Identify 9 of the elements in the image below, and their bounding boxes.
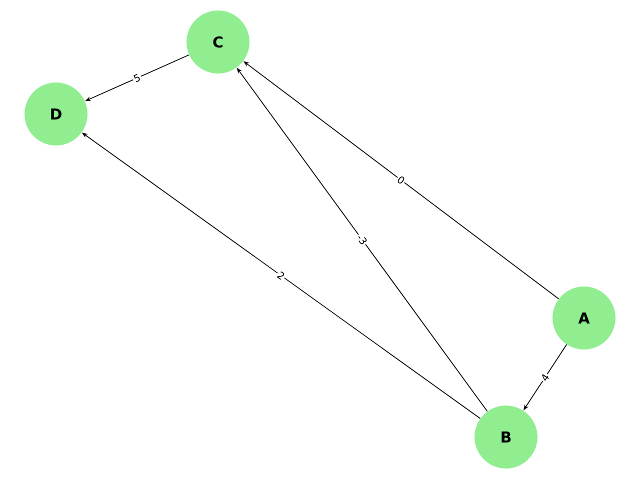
graph-node: B: [474, 406, 538, 468]
edge-label: 5: [134, 74, 140, 82]
graph-node: D: [24, 82, 88, 146]
graph-node: C: [186, 10, 250, 74]
edge-label: 4: [542, 374, 549, 381]
edge-label: -3: [358, 236, 367, 244]
edge-label: 0: [398, 176, 404, 184]
edge-label: 2: [276, 271, 284, 280]
graph-node: A: [552, 286, 616, 350]
